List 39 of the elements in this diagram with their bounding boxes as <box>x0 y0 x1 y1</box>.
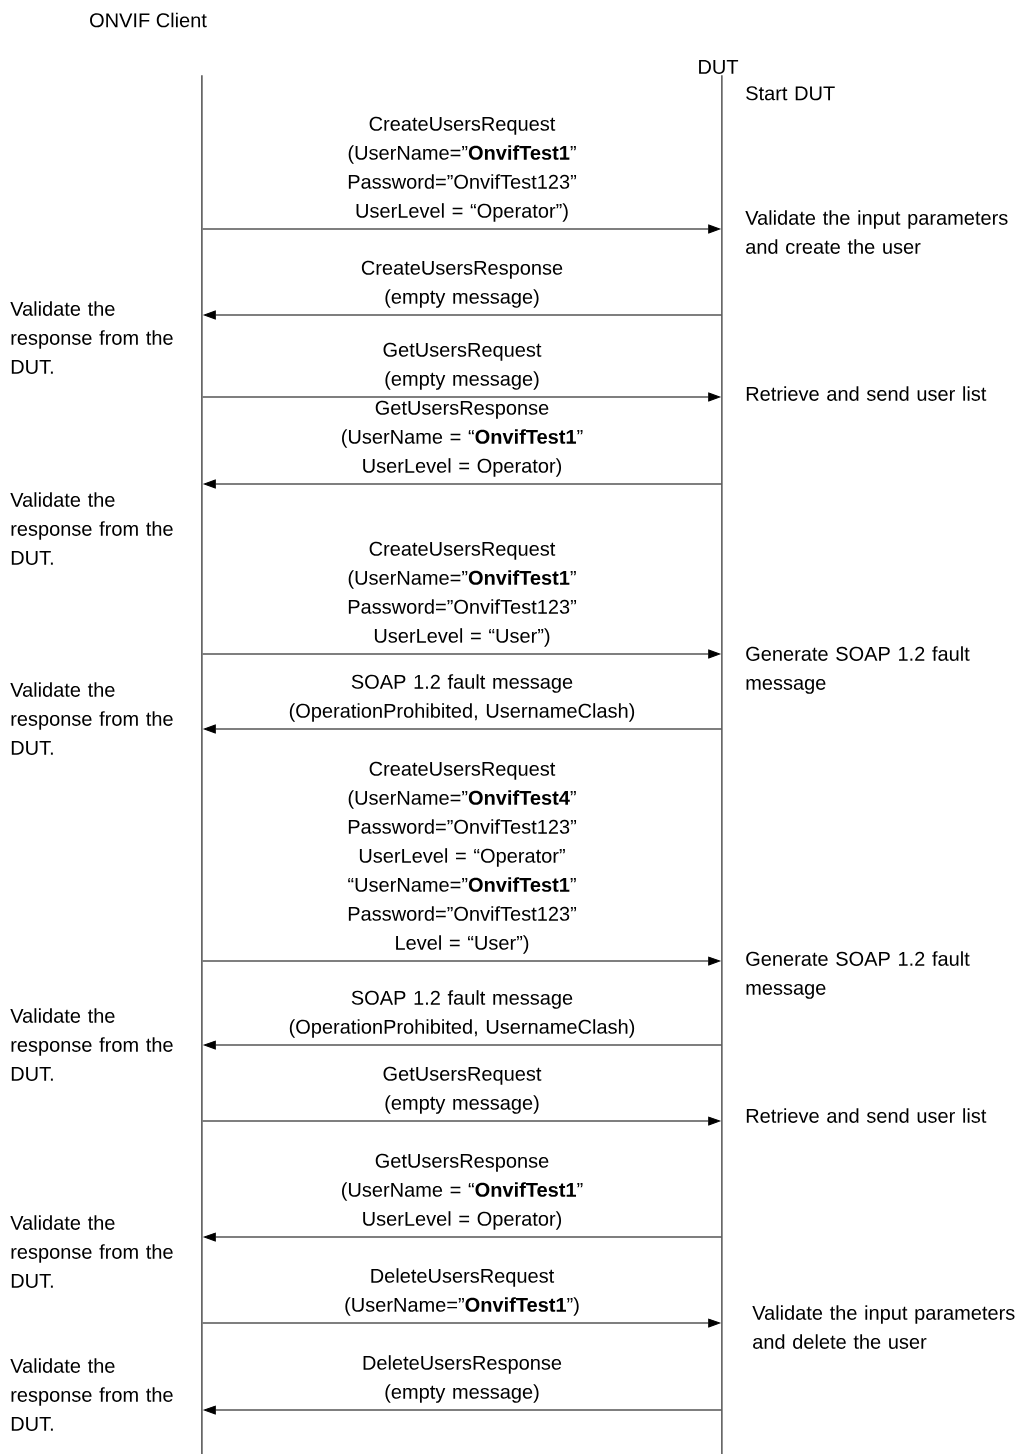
message-arrow <box>202 649 721 659</box>
message-label: SOAP 1.2 fault message (OperationProhibited, UsernameClash) <box>289 674 635 722</box>
message-label: GetUsersResponse (UserName = “OnvifTest1” UserLevel = Operator) <box>342 1153 583 1230</box>
note-text: Validate the response from the DUT. <box>10 682 173 755</box>
note-text: Validate the response from the DUT. <box>10 492 173 565</box>
note-text: Start DUT <box>746 86 835 101</box>
note-text: Validate the response from the DUT. <box>10 1215 173 1288</box>
note-text: Validate the response from the DUT. <box>10 1358 173 1431</box>
message-label: GetUsersResponse (UserName = “OnvifTest1” UserLevel = Operator) <box>342 400 583 477</box>
message-arrow <box>202 224 721 234</box>
message-arrow <box>203 724 722 734</box>
message-label: CreateUsersRequest (UserName=”OnvifTest1” Password=”OnvifTest123” UserLevel = “User”) <box>348 541 577 647</box>
note-text: Validate the input parameters and create the user <box>745 210 1008 254</box>
message-arrow <box>203 310 722 320</box>
note-text: Validate the response from the DUT. <box>10 301 173 374</box>
message-arrow <box>202 1318 721 1328</box>
note-text: Retrieve and send user list <box>746 1108 987 1123</box>
message-label: SOAP 1.2 fault message (OperationProhibited, UsernameClash) <box>289 990 635 1038</box>
participant-label: ONVIF Client <box>90 12 207 28</box>
message-label: GetUsersRequest (empty message) <box>383 1066 542 1114</box>
message-arrow <box>202 956 721 966</box>
note-text: Retrieve and send user list <box>746 386 987 401</box>
message-arrow <box>202 392 721 402</box>
message-label: DeleteUsersResponse (empty message) <box>363 1355 562 1403</box>
message-arrow <box>202 1116 721 1126</box>
message-arrow <box>203 1040 722 1050</box>
note-text: Validate the input parameters and delete the user <box>752 1305 1015 1349</box>
message-label: DeleteUsersRequest (UserName=”OnvifTest1”) <box>345 1268 579 1316</box>
note-text: Generate SOAP 1.2 fault message <box>746 951 970 999</box>
message-label: GetUsersRequest (empty message) <box>383 342 542 390</box>
note-text: Validate the response from the DUT. <box>10 1008 173 1081</box>
message-label: CreateUsersResponse (empty message) <box>361 260 563 308</box>
message-label: CreateUsersRequest (UserName=”OnvifTest4” Password=”OnvifTest123” UserLevel = “Operator” “UserName=”OnvifTest1” Password=”OnvifTest123” Level = “User”) <box>348 761 577 954</box>
message-arrow <box>203 1232 722 1242</box>
participant-label: DUT <box>699 60 739 74</box>
note-text: Generate SOAP 1.2 fault message <box>746 646 970 694</box>
message-arrow <box>203 479 722 489</box>
message-arrow <box>203 1405 722 1415</box>
message-label: CreateUsersRequest (UserName=”OnvifTest1” Password=”OnvifTest123” UserLevel = “Operator”) <box>348 116 577 222</box>
